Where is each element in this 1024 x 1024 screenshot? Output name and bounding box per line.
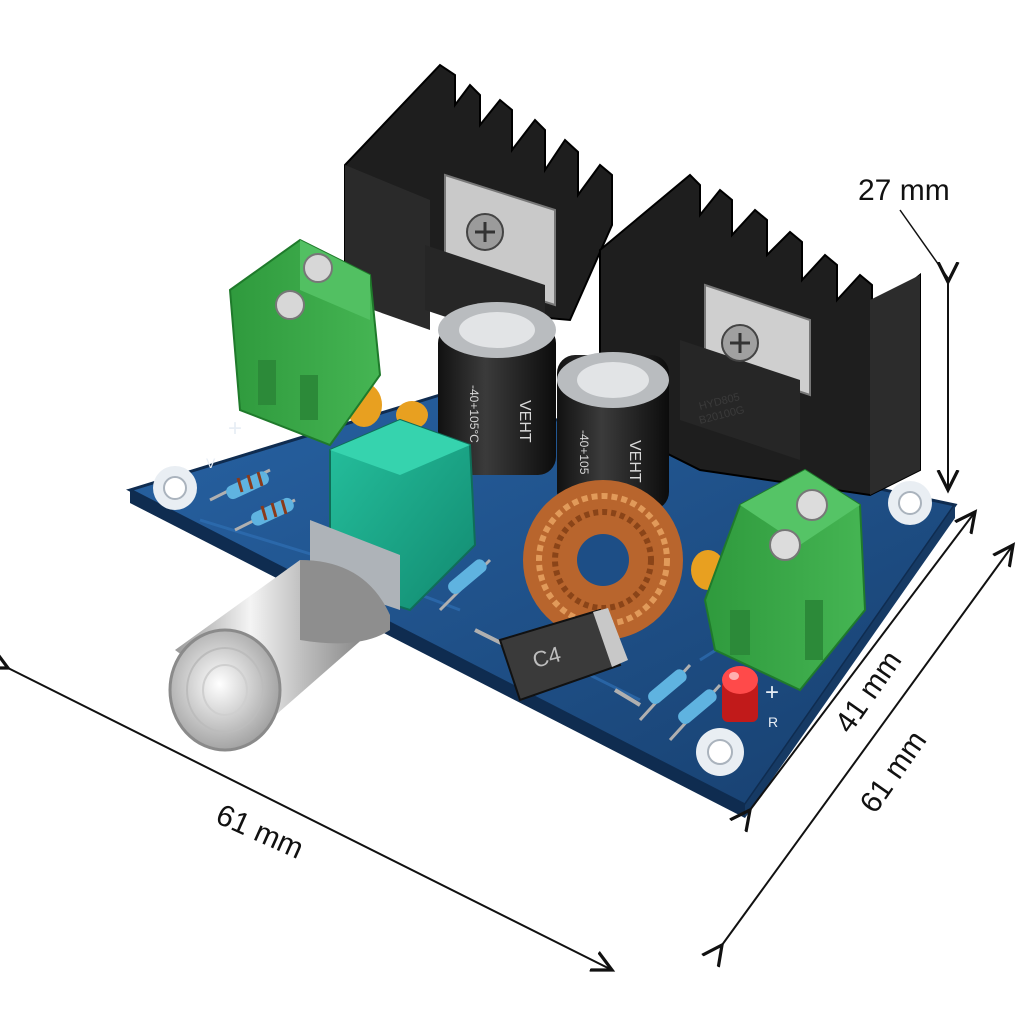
terminal-block-input: [228, 238, 382, 447]
resistor-3: [438, 558, 492, 612]
mounting-hole-front: [696, 728, 744, 776]
capacitor-right-rating: -40+105: [577, 430, 591, 475]
capacitor-left-label: VEHT: [516, 400, 533, 443]
depth-dimension-bottom: 61 mm: [8, 668, 612, 970]
mounting-hole-right: [888, 481, 932, 525]
regulator-chip-right: HYD805 B20100G: [680, 283, 811, 460]
mounting-hole-left: [153, 466, 197, 510]
resistor-2: [234, 497, 296, 532]
adjustment-knob: [168, 560, 390, 752]
height-dimension: 27 mm: [858, 174, 950, 490]
silkscreen-plus-right: +: [765, 679, 779, 706]
capacitor-left: VEHT -40+105°C: [438, 302, 556, 475]
resistor-4: [638, 663, 692, 722]
capacitor-right-label: VEHT: [626, 440, 643, 483]
silkscreen-v: V: [206, 455, 216, 471]
silkscreen-r: R: [768, 714, 778, 730]
capacitor-left-rating: -40+105°C: [467, 385, 481, 443]
red-led: [722, 666, 758, 722]
height-dimension-label: 27 mm: [858, 174, 950, 207]
capacitor-right: VEHT -40+105: [557, 352, 669, 510]
depth-dimension-right-label: 61 mm: [854, 725, 934, 819]
resistor-1: [209, 468, 271, 502]
silkscreen-plus-left: +: [228, 415, 242, 442]
depth-dimension-bottom-label: 61 mm: [211, 798, 308, 865]
